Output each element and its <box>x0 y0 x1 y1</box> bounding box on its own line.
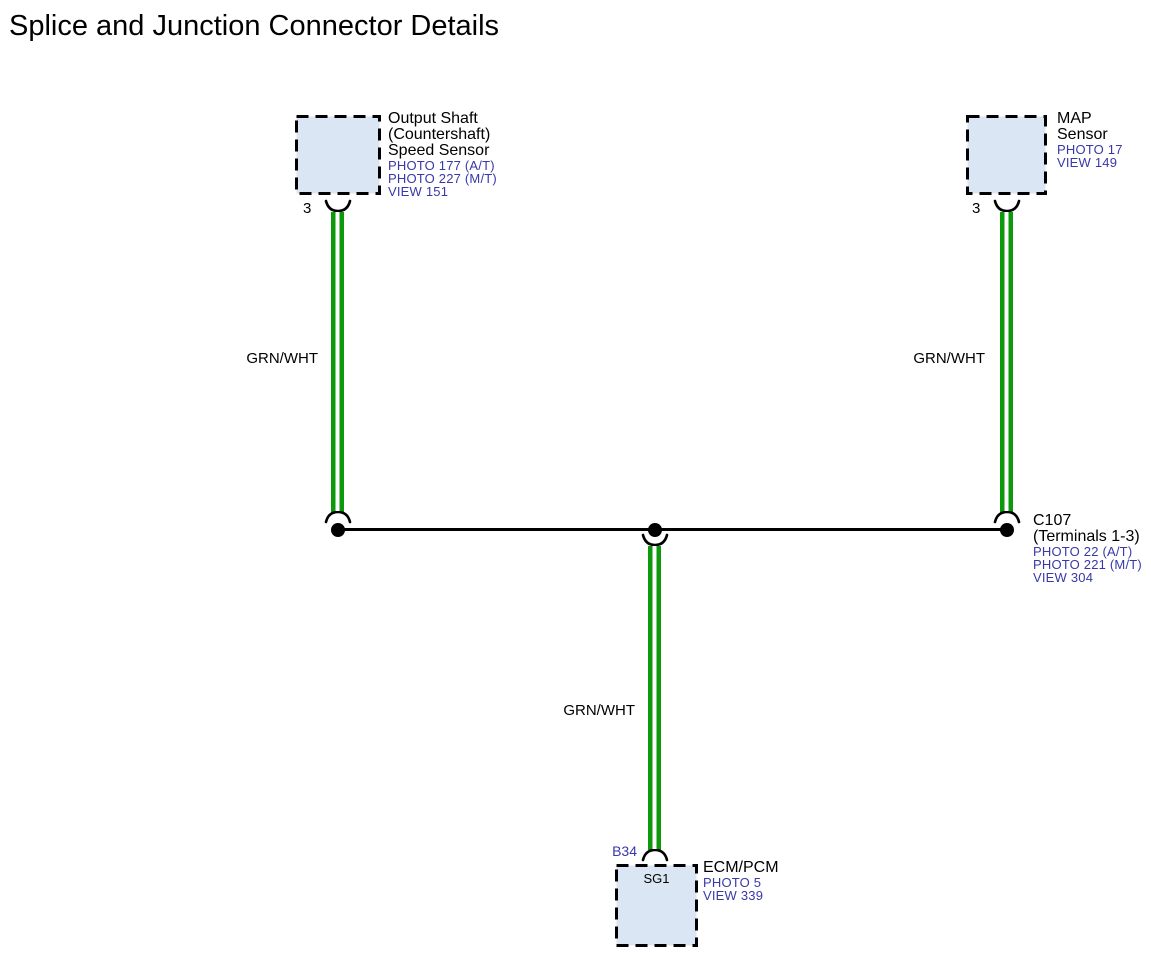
pin-number-left: 3 <box>303 200 312 217</box>
component-name-line: MAP <box>1057 110 1092 127</box>
wire-color-label-middle: GRN/WHT <box>563 702 635 719</box>
output-shaft-sensor-box <box>295 115 381 195</box>
connector-id-b34[interactable]: B34 <box>612 843 637 859</box>
component-name-line: Output Shaft <box>388 110 478 127</box>
output-shaft-sensor-labels: Output Shaft (Countershaft) Speed Sensor… <box>388 110 497 199</box>
photo-link[interactable]: PHOTO 22 (A/T) <box>1033 544 1133 559</box>
component-name-line: (Countershaft) <box>388 126 491 143</box>
component-name-line: Sensor <box>1057 126 1108 143</box>
terminal-bracket-icon <box>324 199 352 212</box>
component-name: ECM/PCM <box>703 859 779 876</box>
photo-link[interactable]: PHOTO 227 (M/T) <box>388 171 497 186</box>
terminal-bracket-icon <box>993 511 1021 524</box>
terminal-bracket-icon <box>641 533 669 546</box>
terminal-bracket-icon <box>324 511 352 524</box>
ground-id-sg1: SG1 <box>643 871 670 886</box>
photo-link[interactable]: PHOTO 221 (M/T) <box>1033 557 1142 572</box>
page-title: Splice and Junction Connector Details <box>9 10 500 42</box>
junction-terminals: (Terminals 1-3) <box>1033 528 1140 545</box>
component-name-line: Speed Sensor <box>388 142 490 159</box>
wire-color-label-left: GRN/WHT <box>246 350 318 367</box>
map-sensor-box <box>966 115 1047 195</box>
map-sensor-labels: MAP Sensor PHOTO 17 VIEW 149 <box>1057 110 1123 170</box>
view-link[interactable]: VIEW 304 <box>1033 570 1094 585</box>
terminal-bracket-icon <box>641 849 669 862</box>
view-link[interactable]: VIEW 151 <box>388 184 449 199</box>
splice-dot-left <box>331 523 345 537</box>
splice-dot-middle <box>648 523 662 537</box>
photo-link[interactable]: PHOTO 5 <box>703 875 762 890</box>
photo-link[interactable]: PHOTO 17 <box>1057 142 1123 157</box>
wire-right-grn-wht <box>1000 212 1013 513</box>
ecm-pcm-labels: ECM/PCM PHOTO 5 VIEW 339 <box>703 859 779 903</box>
junction-name: C107 <box>1033 512 1072 529</box>
view-link[interactable]: VIEW 149 <box>1057 155 1118 170</box>
wire-middle-grn-wht <box>648 546 661 850</box>
view-link[interactable]: VIEW 339 <box>703 888 764 903</box>
terminal-bracket-icon <box>993 199 1021 212</box>
pin-number-right: 3 <box>972 200 981 217</box>
splice-bus-line <box>338 528 1007 531</box>
junction-c107-labels: C107 (Terminals 1-3) PHOTO 22 (A/T) PHOT… <box>1033 512 1142 585</box>
splice-dot-right <box>1000 523 1014 537</box>
ecm-pcm-box <box>615 864 698 947</box>
photo-link[interactable]: PHOTO 177 (A/T) <box>388 158 495 173</box>
wire-left-grn-wht <box>331 212 344 513</box>
wire-color-label-right: GRN/WHT <box>913 350 985 367</box>
